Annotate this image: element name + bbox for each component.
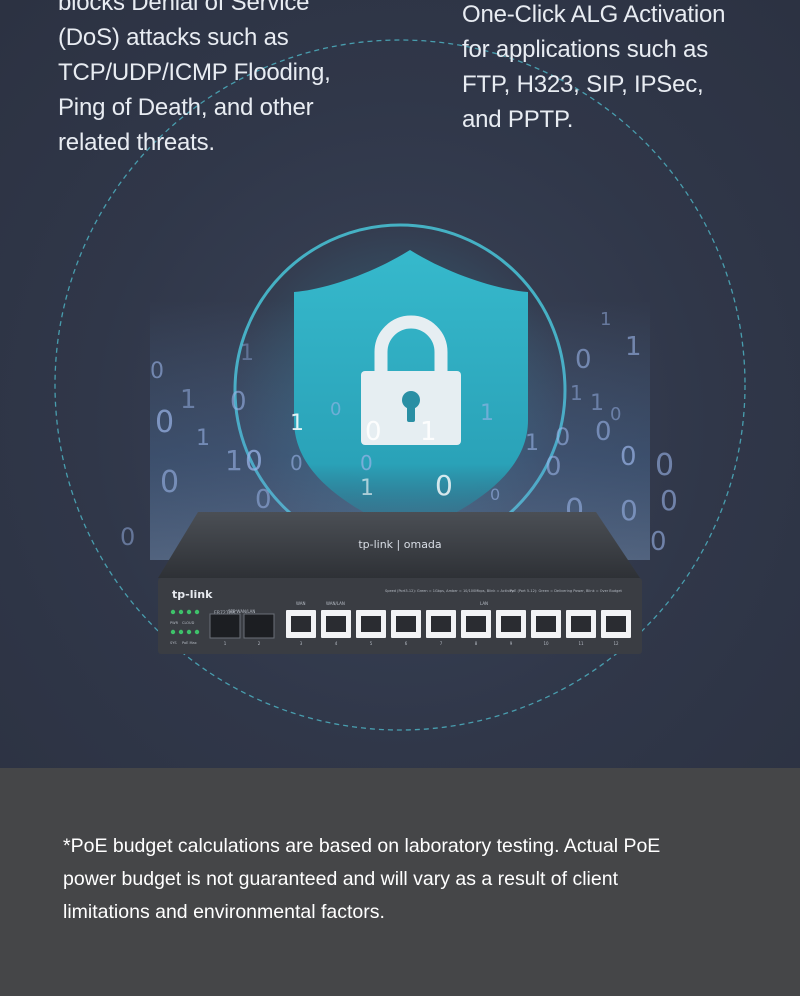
port-number: 9 (510, 641, 513, 646)
sfp-label: SFP WAN/LAN (228, 609, 255, 614)
port-number: 8 (475, 641, 478, 646)
port-number: 4 (335, 641, 338, 646)
svg-text:0: 0 (620, 442, 637, 472)
lan-label: LAN (480, 601, 488, 606)
poe-footnote: *PoE budget calculations are based on la… (63, 835, 661, 923)
wan-lan-label: WAN/LAN (326, 601, 345, 606)
poe-legend: PoE (Port 5-12): Green = Delivering Powe… (510, 589, 623, 593)
svg-text:0: 0 (490, 485, 500, 504)
led-label-sys: SYS (170, 641, 177, 645)
svg-text:0: 0 (290, 451, 303, 475)
outer-dashed-ring (54, 39, 746, 731)
led-label-poe-max: PoE Max (182, 641, 197, 645)
svg-text:0: 0 (150, 359, 164, 384)
port-number: 2 (258, 641, 261, 646)
model-label: ER7212PC (214, 610, 237, 616)
svg-text:1: 1 (525, 431, 539, 456)
svg-text:1: 1 (590, 391, 604, 416)
ethernet-port-jacks (291, 616, 626, 632)
svg-text:1: 1 (480, 401, 494, 426)
svg-text:0: 0 (120, 523, 135, 551)
svg-text:0: 0 (365, 417, 382, 447)
svg-text:1: 1 (625, 332, 642, 362)
svg-text:0: 0 (620, 494, 638, 527)
svg-text:1: 1 (570, 381, 583, 405)
svg-text:0: 0 (360, 451, 373, 475)
svg-text:0: 0 (650, 527, 667, 557)
port-number: 12 (613, 641, 619, 646)
sfp-ports (209, 613, 275, 639)
led-label-pwr: PWR (170, 621, 179, 625)
speed-legend: Speed (Port3-12): Green = 1Gbps, Amber =… (385, 589, 514, 593)
wan-label: WAN (296, 601, 305, 606)
svg-text:0: 0 (545, 452, 562, 482)
feature-text-dos: blocks Denial of Service (DoS) attacks s… (58, 0, 331, 156)
svg-text:1: 1 (420, 417, 437, 447)
svg-text:0: 0 (230, 387, 247, 417)
port-number: 7 (440, 641, 443, 646)
svg-text:0: 0 (555, 423, 570, 451)
hero-section: 0 1 0 1 0 1 0 0 0 1 1 0 0 0 1 0 1 0 1 0 … (0, 0, 800, 768)
port-number: 10 (543, 641, 549, 646)
svg-text:1: 1 (225, 444, 243, 477)
svg-text:0: 0 (610, 404, 621, 425)
svg-text:1: 1 (360, 476, 374, 501)
lid-brand: tp-link | omada (358, 538, 441, 551)
router-lid (158, 512, 640, 578)
feature-text-alg: One-Click ALG Activation for application… (462, 1, 726, 133)
svg-text:0: 0 (655, 448, 674, 483)
svg-text:1: 1 (290, 411, 304, 436)
svg-text:0: 0 (330, 399, 341, 420)
svg-text:1: 1 (196, 426, 210, 451)
port-number: 6 (405, 641, 408, 646)
svg-text:0: 0 (155, 405, 174, 440)
svg-text:1: 1 (600, 309, 611, 330)
svg-text:0: 0 (160, 465, 179, 500)
port-number: 11 (578, 641, 584, 646)
svg-text:0: 0 (595, 417, 612, 447)
svg-text:0: 0 (575, 345, 592, 375)
svg-text:1: 1 (180, 385, 197, 415)
port-number: 5 (370, 641, 373, 646)
front-brand: tp-link (172, 588, 213, 601)
svg-text:0: 0 (435, 469, 453, 502)
svg-text:0: 0 (245, 444, 263, 477)
security-illustration: 0 1 0 1 0 1 0 0 0 1 1 0 0 0 1 0 1 0 1 0 … (54, 39, 746, 731)
svg-text:1: 1 (240, 341, 254, 366)
led-label-cloud: CLOUD (182, 621, 195, 625)
status-leds (170, 609, 200, 635)
svg-text:0: 0 (255, 485, 272, 515)
router-device: tp-link | omada tp-link ER7212PC SFP WAN… (158, 512, 642, 654)
port-number: 1 (224, 641, 227, 646)
footer-section (0, 768, 800, 996)
port-number: 3 (300, 641, 303, 646)
svg-text:0: 0 (660, 484, 678, 517)
padlock-icon (361, 315, 461, 445)
